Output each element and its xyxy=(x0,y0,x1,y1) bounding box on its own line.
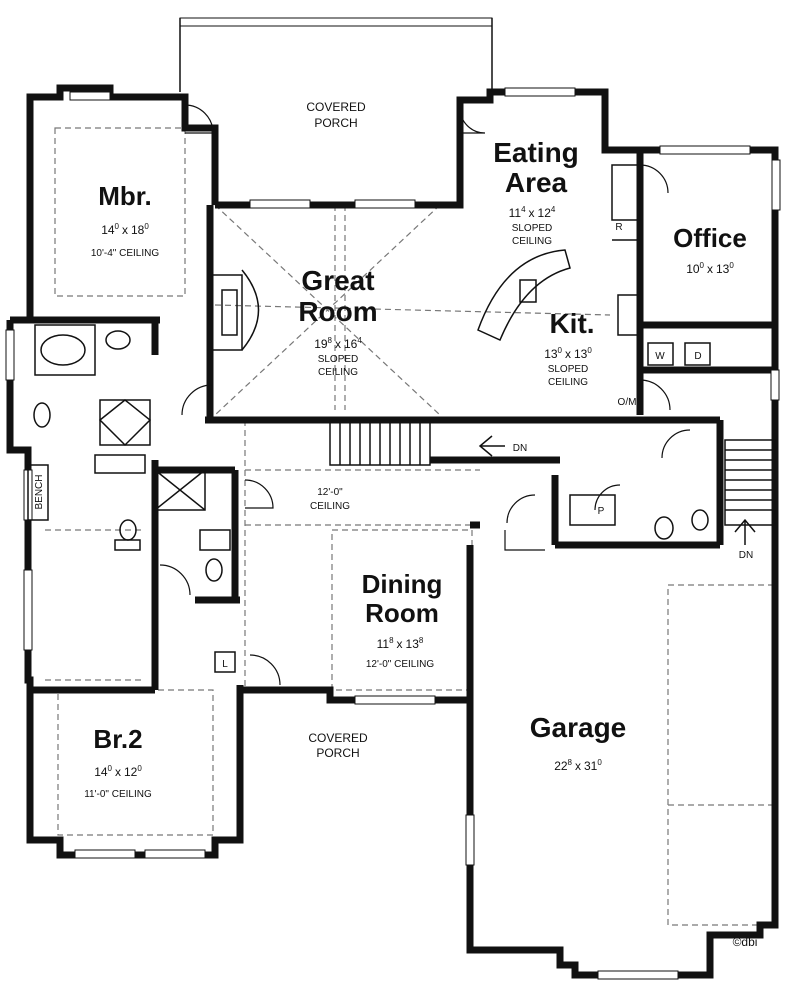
svg-text:Room: Room xyxy=(365,598,439,628)
main-stairs xyxy=(329,419,505,466)
master-bath-fixtures xyxy=(33,324,709,582)
dryer-label: D xyxy=(694,351,701,362)
svg-text:Br.2: Br.2 xyxy=(93,724,142,754)
svg-text:Kit.: Kit. xyxy=(549,308,594,339)
oven-microwave-label: O/M xyxy=(618,397,637,408)
bench-label: BENCH xyxy=(34,474,45,509)
svg-text:CEILING: CEILING xyxy=(310,501,350,512)
doors xyxy=(159,104,691,686)
svg-text:Mbr.: Mbr. xyxy=(98,181,151,211)
garage-stairs xyxy=(724,439,776,545)
svg-text:SLOPED: SLOPED xyxy=(318,354,359,365)
svg-text:COVERED: COVERED xyxy=(306,100,366,114)
stair-down-label: DN xyxy=(513,443,527,454)
svg-text:12'-0": 12'-0" xyxy=(317,487,343,498)
hall-ceiling-label: 12'-0" CEILING xyxy=(310,487,350,512)
fireplace xyxy=(211,269,260,351)
svg-text:CEILING: CEILING xyxy=(318,367,358,378)
svg-text:CEILING: CEILING xyxy=(512,236,552,247)
covered-porch-top-label: COVERED PORCH xyxy=(306,100,366,130)
svg-text:12'-0" CEILING: 12'-0" CEILING xyxy=(366,659,434,670)
svg-text:PORCH: PORCH xyxy=(314,116,357,130)
copyright-mark: ©dbi xyxy=(733,935,758,949)
svg-text:SLOPED: SLOPED xyxy=(512,223,553,234)
seat-label: SEAT xyxy=(115,459,140,470)
washer-label: W xyxy=(655,351,665,362)
svg-text:SLOPED: SLOPED xyxy=(548,364,589,375)
svg-text:10'-4" CEILING: 10'-4" CEILING xyxy=(91,248,159,259)
linen-label: L xyxy=(222,659,228,670)
svg-text:CEILING: CEILING xyxy=(548,377,588,388)
kitchen-island xyxy=(477,164,641,342)
interior-walls xyxy=(28,205,775,694)
svg-text:Garage: Garage xyxy=(530,712,627,743)
svg-text:PORCH: PORCH xyxy=(316,746,359,760)
pantry-label: P xyxy=(598,506,605,517)
svg-text:11'-0" CEILING: 11'-0" CEILING xyxy=(84,789,152,800)
svg-text:Room: Room xyxy=(298,296,377,327)
svg-text:Eating: Eating xyxy=(493,137,579,168)
svg-text:Great: Great xyxy=(301,265,374,296)
refrigerator-label: R xyxy=(615,222,622,233)
svg-text:Area: Area xyxy=(505,167,568,198)
laundry-boxes xyxy=(27,342,711,673)
garage-stair-down-label: DN xyxy=(739,550,753,561)
svg-text:COVERED: COVERED xyxy=(308,731,368,745)
svg-text:Dining: Dining xyxy=(362,569,443,599)
svg-text:Office: Office xyxy=(673,223,747,253)
exterior-walls xyxy=(6,84,779,979)
covered-porch-front-label: COVERED PORCH xyxy=(308,731,368,760)
windows xyxy=(5,17,781,980)
